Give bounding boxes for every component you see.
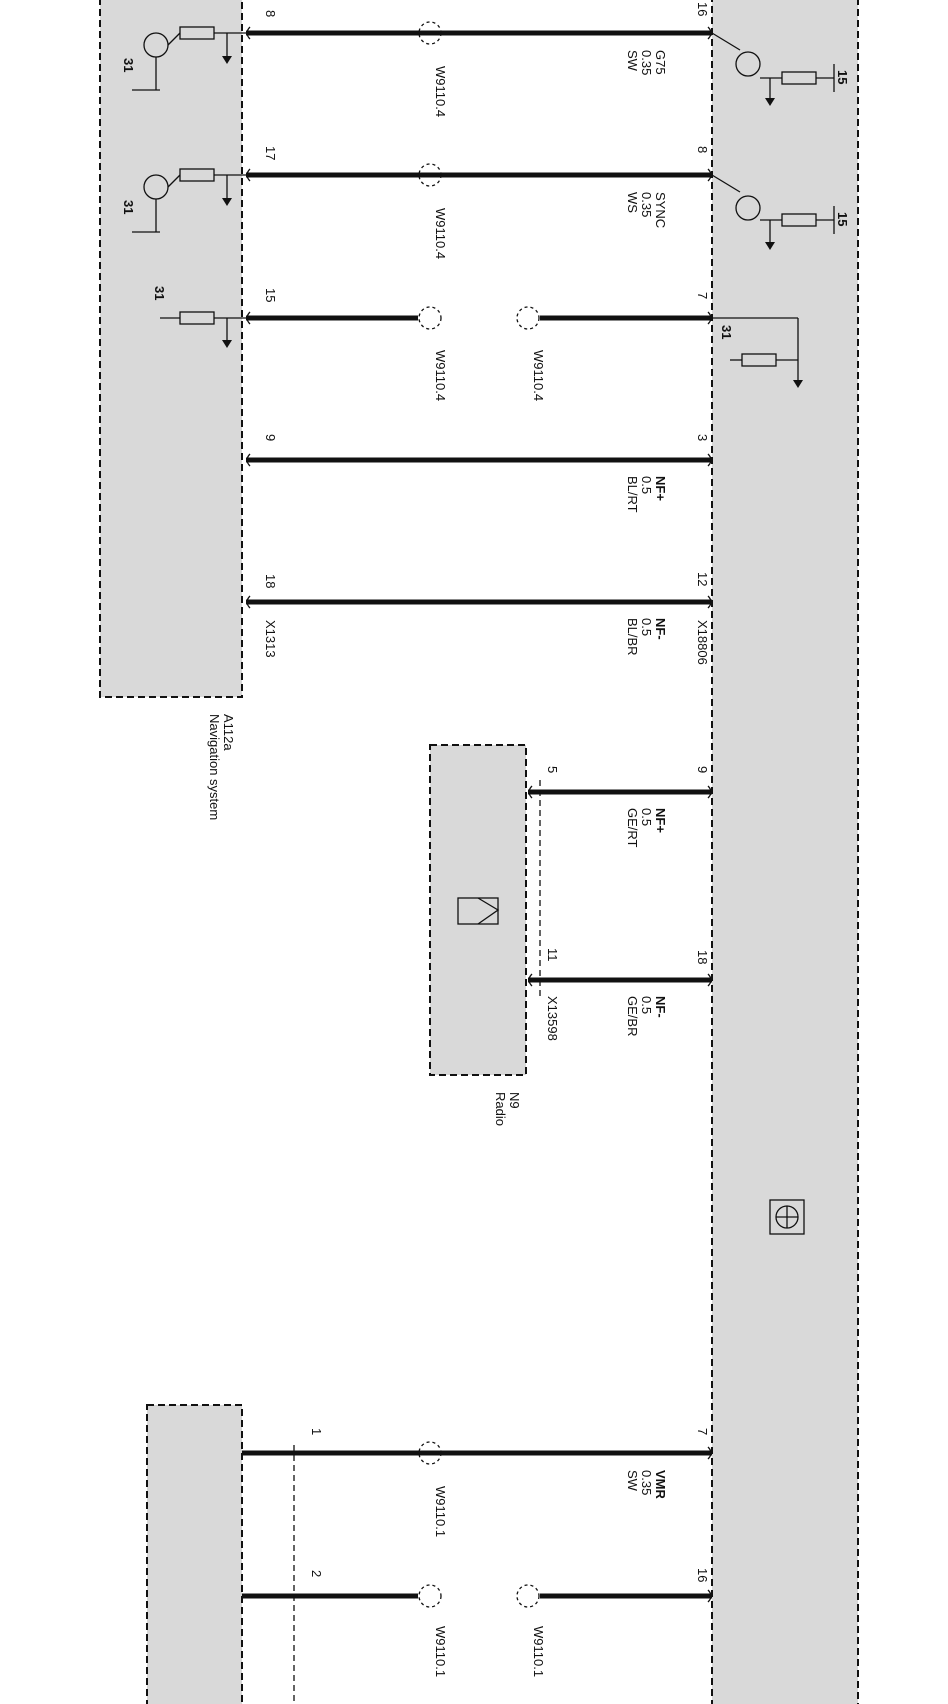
wire-color: BL/BR: [625, 618, 640, 656]
supply-label: 15: [835, 212, 850, 226]
wire-color: BL/RT: [625, 476, 640, 513]
transistor-left-1: [132, 26, 246, 91]
right-pin: 9: [695, 766, 710, 773]
splice-label: W9110.4: [531, 350, 546, 401]
left-pin: 1: [309, 1428, 324, 1435]
wire-gauge: 0.5: [639, 618, 654, 636]
radio-id-label: N9: [507, 1092, 522, 1109]
left-pin: 18: [263, 574, 278, 588]
wire-signal: VMR: [653, 1470, 668, 1500]
radio-name-label: Radio: [493, 1092, 508, 1126]
left-pin: 8: [263, 10, 278, 17]
ground-label: 31: [121, 200, 136, 214]
wire-signal: G75: [653, 50, 668, 75]
left-pin: 17: [263, 146, 278, 160]
wire-color: SW: [625, 1470, 640, 1492]
speaker-icon: [457, 897, 500, 925]
splice-label: W9110.1: [433, 1626, 448, 1677]
module-symbol-icon: [769, 1199, 805, 1235]
wire-gauge: 0.5: [639, 476, 654, 494]
wire-color: GE/RT: [625, 808, 640, 848]
wire-gauge: 0.35: [639, 1470, 654, 1495]
right-pin: 12: [695, 572, 710, 586]
left-pin: 11: [545, 948, 560, 962]
radio-box: [429, 744, 527, 1076]
nav-connector-label: X1313: [263, 620, 278, 658]
left-pin: 15: [263, 288, 278, 302]
wire-signal: NF-: [653, 618, 668, 640]
wire-signal: SYNC: [653, 192, 668, 228]
left-pin: 5: [545, 766, 560, 773]
resistor-left-3: [160, 311, 246, 348]
splice-markers: [418, 21, 540, 1608]
module-box-right: [711, 0, 859, 1704]
wire-signal: NF+: [653, 808, 668, 833]
navigation-box: [99, 0, 243, 698]
ground-label: 31: [121, 58, 136, 72]
bottom-left-box: [146, 1404, 243, 1704]
left-pin: 2: [309, 1570, 324, 1577]
connector-hooks: [246, 26, 712, 1603]
splice-label: W9110.1: [433, 1486, 448, 1537]
right-pin: 18: [695, 950, 710, 964]
wire-gauge: 0.5: [639, 808, 654, 826]
wires: [242, 30, 712, 1599]
right-connector-label: X18806: [695, 620, 710, 665]
right-pin: 7: [695, 1428, 710, 1435]
wire-gauge: 0.35: [639, 50, 654, 75]
wire-signal: NF+: [653, 476, 668, 501]
radio-connector-label: X13598: [545, 996, 560, 1041]
splice-label: W9110.4: [433, 208, 448, 259]
resistor-right-3: [712, 317, 803, 388]
nav-id-label: A112a: [221, 714, 236, 751]
right-pin: 7: [695, 292, 710, 299]
wire-gauge: 0.35: [639, 192, 654, 217]
ground-label: 31: [152, 286, 167, 300]
right-pin: 8: [695, 146, 710, 153]
right-pin: 16: [695, 2, 710, 16]
wire-color: SW: [625, 50, 640, 72]
wire-color: GE/BR: [625, 996, 640, 1036]
right-pin: 3: [695, 434, 710, 441]
splice-label: W9110.1: [531, 1626, 546, 1677]
transistor-right-2: [711, 174, 835, 250]
supply-label: 15: [835, 70, 850, 84]
right-pin: 16: [695, 1568, 710, 1582]
splice-label: W9110.4: [433, 350, 448, 401]
wire-gauge: 0.5: [639, 996, 654, 1014]
left-pin: 9: [263, 434, 278, 441]
nav-name-label: Navigation system: [207, 714, 222, 820]
transistor-left-2: [132, 168, 246, 233]
wire-signal: NF-: [653, 996, 668, 1018]
labels: 31 31 31 31 15 15 8 16 W9110.4 G75 0.35 …: [121, 2, 850, 1677]
ground-label: 31: [719, 325, 734, 339]
wire-color: WS: [625, 192, 640, 213]
splice-label: W9110.4: [433, 66, 448, 117]
transistor-right-1: [711, 32, 835, 106]
